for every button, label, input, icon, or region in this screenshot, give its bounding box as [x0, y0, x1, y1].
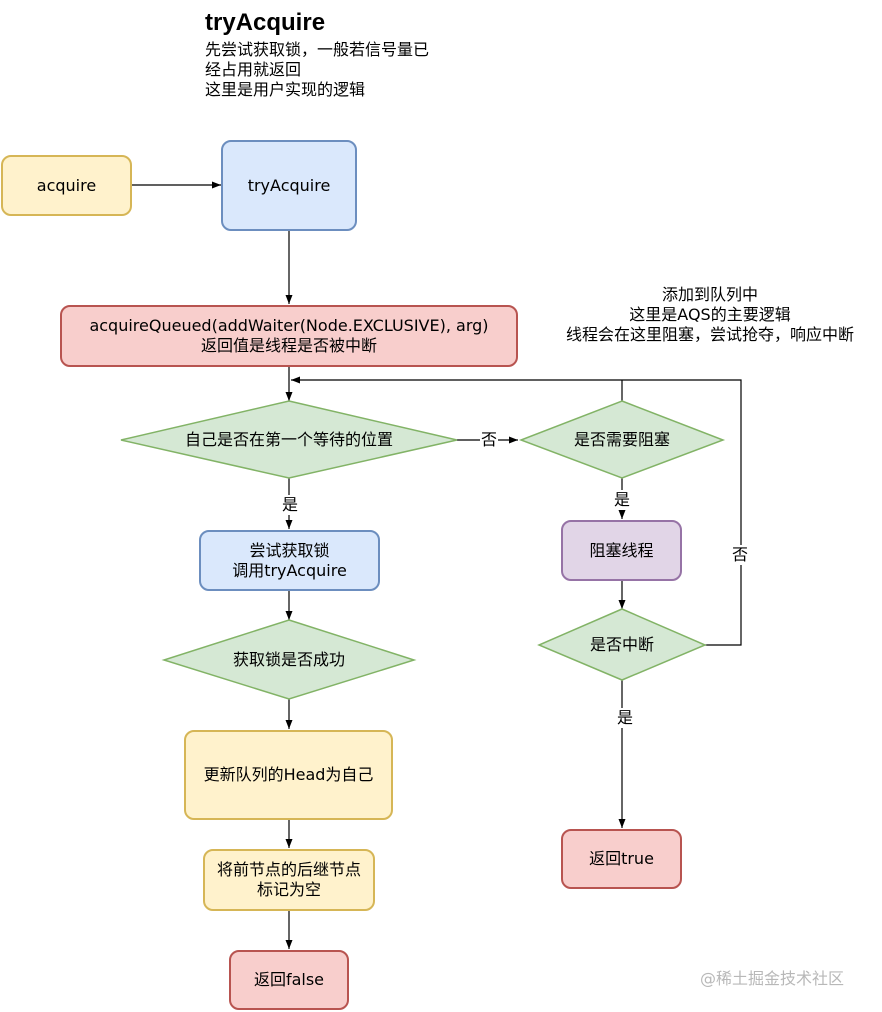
- node-try-get-lock[interactable]: 尝试获取锁 调用tryAcquire: [199, 530, 380, 591]
- label-need-block[interactable]: 是否需要阻塞: [573, 429, 670, 449]
- diamond-lock-success: [161, 619, 417, 700]
- node-acquire-queued[interactable]: acquireQueued(addWaiter(Node.EXCLUSIVE),…: [60, 305, 518, 367]
- edge-interrupted-loop-back: [291, 376, 742, 646]
- node-block-thread[interactable]: 阻塞线程: [561, 520, 682, 581]
- aqs-side-note: 添加到队列中 这里是AQS的主要逻辑 线程会在这里阻塞，尝试抢夺，响应中断: [565, 285, 854, 344]
- node-update-head[interactable]: 更新队列的Head为自己: [184, 730, 393, 820]
- edge-label-interrupt-yes: 是: [616, 708, 635, 728]
- edge-label-first-no: 否: [480, 430, 499, 450]
- label-is-first-waiter[interactable]: 自己是否在第一个等待的位置: [184, 429, 393, 449]
- edge-label-interrupt-no: 否: [731, 545, 750, 565]
- watermark: @稀土掘金技术社区: [700, 969, 845, 988]
- node-try-acquire[interactable]: tryAcquire: [221, 140, 357, 231]
- diamond-is-first-waiter: [120, 400, 458, 479]
- edge-label-first-yes: 是: [281, 495, 300, 515]
- node-acquire[interactable]: acquire: [1, 155, 132, 216]
- page-title: tryAcquire: [205, 9, 326, 36]
- label-lock-success[interactable]: 获取锁是否成功: [232, 649, 345, 669]
- diamond-is-interrupted: [537, 608, 707, 681]
- node-clear-prev-next[interactable]: 将前节点的后继节点 标记为空: [203, 849, 375, 911]
- node-return-false[interactable]: 返回false: [229, 950, 349, 1010]
- label-is-interrupted[interactable]: 是否中断: [589, 634, 654, 654]
- edge-label-block-yes: 是: [613, 490, 632, 510]
- node-return-true[interactable]: 返回true: [561, 829, 682, 889]
- diamond-need-block: [518, 400, 726, 479]
- header-description: 先尝试获取锁，一般若信号量已 经占用就返回 这里是用户实现的逻辑: [205, 40, 430, 99]
